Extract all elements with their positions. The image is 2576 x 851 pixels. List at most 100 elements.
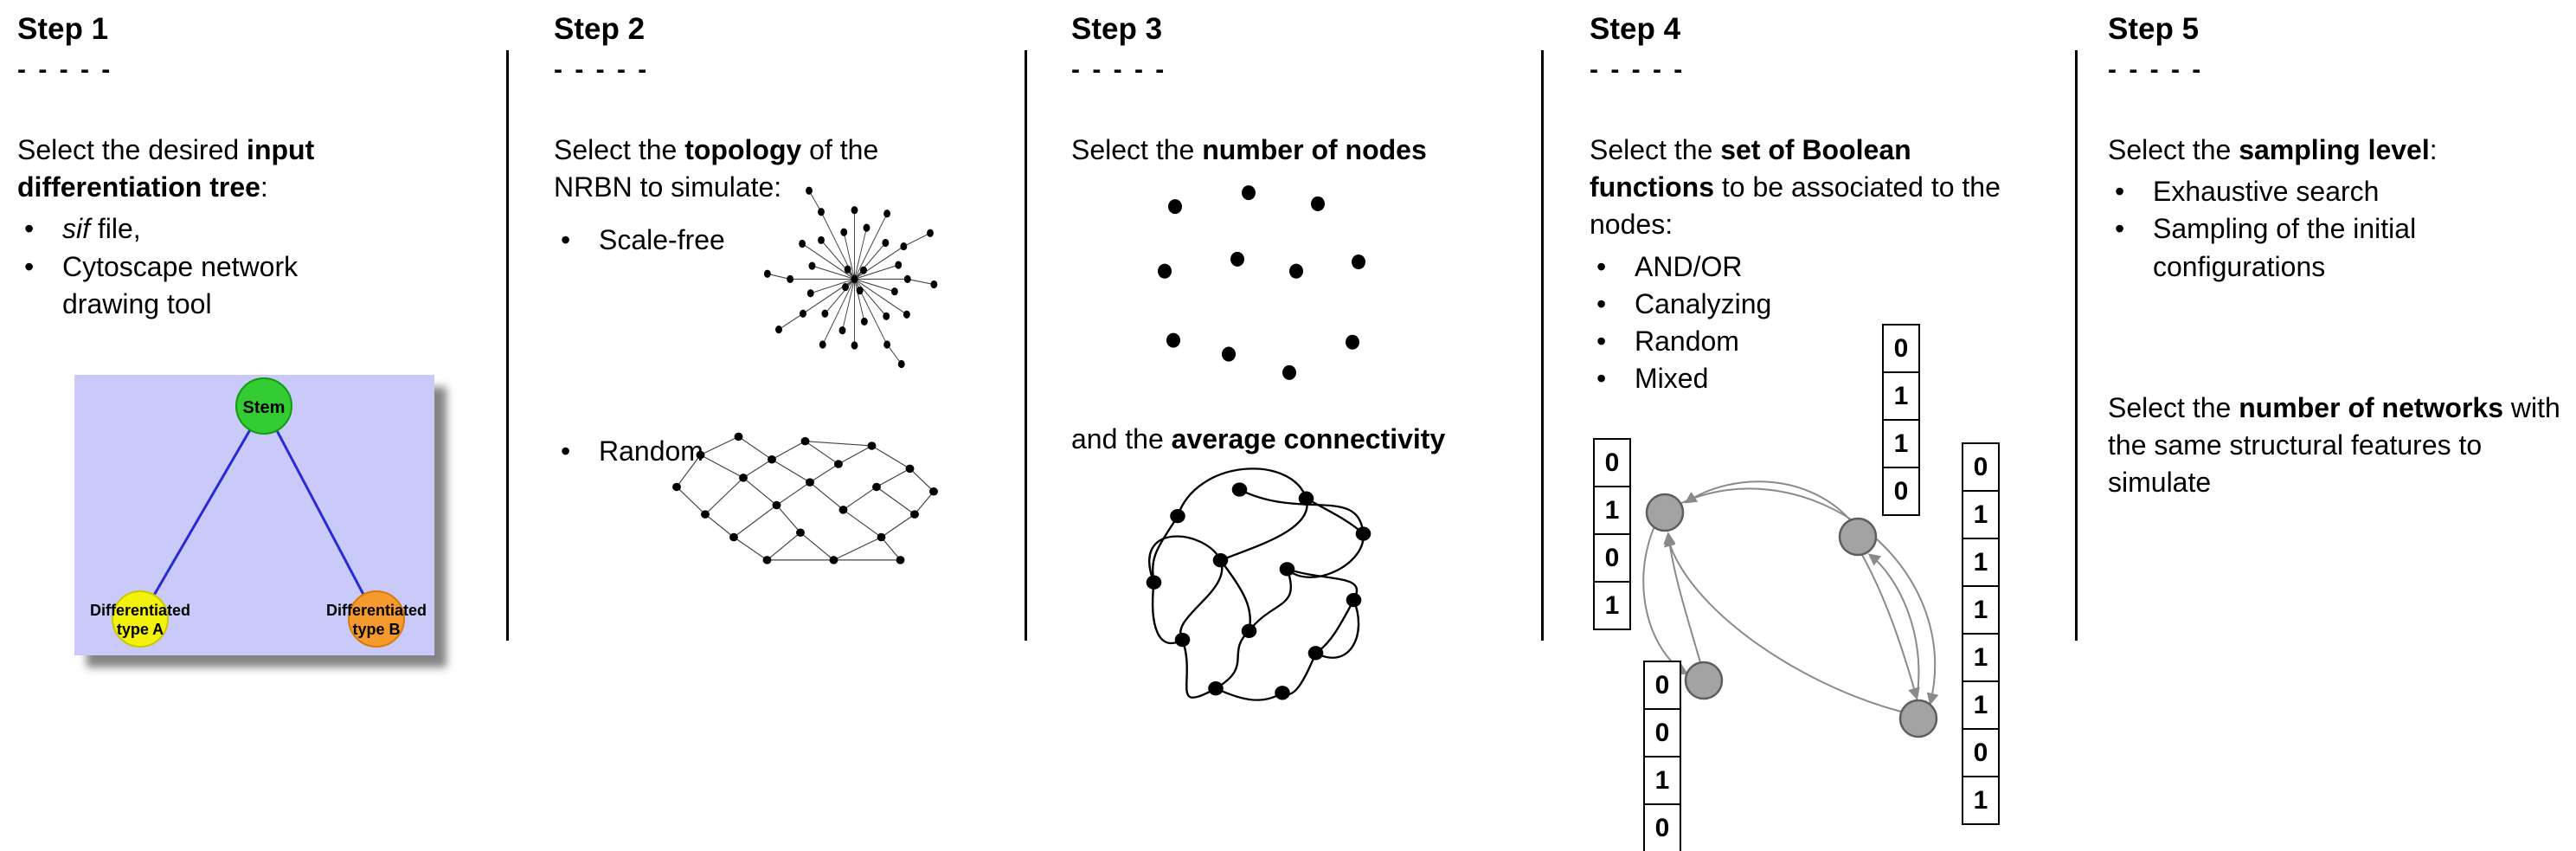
truth-table-top: 0 1 1 0 [1882, 324, 1920, 516]
tree-edge [262, 405, 378, 620]
step-4-bullets: AND/OR Canalyzing Random Mixed [1590, 248, 2061, 398]
step-5-bullets: Exhaustive search Sampling of the initia… [2108, 173, 2566, 286]
random-network-image [672, 432, 938, 564]
connectivity-edges [1148, 467, 1365, 701]
para-text-bold: average connectivity [1171, 423, 1446, 455]
step-2-intro: Select the topology of the NRBN to simul… [554, 132, 960, 206]
step-5-networks-text: Select the number of networks with the s… [2108, 390, 2562, 502]
truth-table-cell: 0 [1882, 467, 1920, 516]
bullet-label-text: file, [90, 213, 141, 245]
network-node [1645, 493, 1685, 532]
network-node [1684, 661, 1724, 700]
differentiation-tree-image: Stem Differentiated type A Differentiate… [74, 375, 434, 655]
step-4-title: Step 4 [1590, 12, 1681, 46]
bullet-item-sampling: Sampling of the initial configurations [2108, 210, 2566, 285]
intro-text-bold: topology [684, 134, 802, 165]
step-5-intro: Select the sampling level: [2108, 132, 2515, 169]
type-b-label-line1: Differentiated [326, 602, 427, 619]
bullet-item-sif-file: sif file, [17, 210, 489, 248]
truth-table-cell: 0 [1643, 708, 1681, 758]
truth-table-cell: 0 [1593, 533, 1631, 583]
step-2-dashes: - - - - - [554, 55, 650, 84]
intro-text: : [260, 171, 268, 203]
step-1-bullets: sif file, Cytoscape network drawing tool [17, 210, 489, 323]
truth-table-cell: 1 [1962, 538, 2000, 587]
step-5-title: Step 5 [2108, 12, 2200, 46]
intro-text: Select the [554, 134, 685, 165]
differentiation-tree-svg: Stem Differentiated type A Differentiate… [90, 377, 427, 648]
truth-table-cell: 1 [1882, 371, 1920, 421]
network-node [1838, 517, 1878, 557]
boolean-network-nodes [1645, 493, 1938, 738]
connectivity-nodes [1146, 482, 1372, 700]
truth-table-cell: 1 [1962, 633, 2000, 682]
bullet-label-italic: sif [62, 213, 90, 245]
bullet-label: sif file, [62, 210, 370, 248]
truth-table-cell: 0 [1593, 438, 1631, 487]
intro-text-bold: sampling level [2239, 134, 2430, 165]
connectivity-network-image [1146, 467, 1372, 701]
truth-table-bottom: 0 0 1 0 [1643, 661, 1681, 851]
intro-text-bold: input differentiation tree [17, 134, 315, 203]
truth-table-cell: 0 [1962, 442, 2000, 492]
bullet-label: Random [599, 435, 703, 467]
truth-table-cell: 1 [1643, 756, 1681, 805]
type-b-node [348, 590, 405, 648]
boolean-network-image [1642, 480, 1939, 738]
bullet-label: AND/OR [1635, 250, 1743, 282]
bullet-label: Random [1635, 325, 1739, 357]
truth-table-cell: 0 [1882, 324, 1920, 373]
stem-node-label: Stem [243, 398, 286, 417]
step-5-column: Step 5 - - - - - Select the sampling lev… [2108, 0, 2566, 851]
intro-text: of the NRBN to simulate: [554, 134, 879, 203]
truth-table-cell: 1 [1882, 419, 1920, 468]
step-4-intro: Select the set of Boolean functions to b… [1590, 132, 2022, 244]
step-3-title: Step 3 [1071, 12, 1163, 46]
bullet-item-and-or: AND/OR [1590, 248, 2061, 286]
intro-text-bold: set of Boolean functions [1590, 134, 1911, 203]
step-3-connectivity-text: and the average connectivity [1071, 421, 1534, 458]
step-2-title: Step 2 [554, 12, 646, 46]
tree-edge [138, 405, 266, 620]
scale-free-network-image [763, 186, 938, 369]
bullet-item-random: Random [554, 433, 744, 470]
bullet-label: Exhaustive search [2153, 176, 2380, 208]
type-a-label-line1: Differentiated [90, 602, 190, 619]
intro-text: : [2429, 134, 2438, 165]
truth-table-right: 0 1 1 1 1 1 0 1 [1962, 442, 2000, 825]
type-a-node [112, 590, 169, 648]
bullet-label: Scale-free [599, 224, 725, 255]
truth-table-left: 0 1 0 1 [1593, 438, 1631, 630]
column-divider [506, 50, 509, 641]
bullet-item-canalyzing: Canalyzing [1590, 286, 2061, 323]
bullet-item-exhaustive: Exhaustive search [2108, 173, 2566, 210]
bullet-label: Cytoscape network drawing tool [62, 250, 299, 319]
bullet-item-cytoscape: Cytoscape network drawing tool [17, 248, 489, 323]
truth-table-cell: 0 [1643, 803, 1681, 851]
truth-table-cell: 1 [1962, 680, 2000, 730]
step-1-title: Step 1 [17, 12, 109, 46]
para-text: Select the [2108, 392, 2239, 423]
truth-table-cell: 1 [1962, 776, 2000, 825]
bullet-label: Mixed [1635, 363, 1709, 395]
truth-table-cell: 1 [1593, 486, 1631, 535]
step-2-column: Step 2 - - - - - Select the topology of … [554, 0, 1014, 851]
bullet-item-mixed: Mixed [1590, 360, 2061, 397]
para-text: with the same structural features to sim… [2108, 392, 2560, 499]
column-divider [1025, 50, 1027, 641]
step-4-dashes: - - - - - [1590, 55, 1686, 84]
type-a-label-line2: type A [117, 621, 164, 638]
bullet-label: Sampling of the initial configurations [2153, 213, 2417, 282]
bullet-item-random-fn: Random [1590, 323, 2061, 360]
column-divider [2075, 50, 2078, 641]
para-text: and the [1071, 423, 1172, 455]
step-3-dashes: - - - - - [1071, 55, 1167, 84]
truth-table-cell: 1 [1962, 490, 2000, 539]
truth-table-cell: 1 [1962, 585, 2000, 635]
intro-text: to be associated to the nodes: [1590, 171, 2001, 241]
step-1-column: Step 1 - - - - - Select the desired inpu… [17, 0, 489, 851]
bullet-item-scale-free: Scale-free [554, 222, 744, 259]
column-divider [1541, 50, 1544, 641]
step-4-column: Step 4 - - - - - Select the set of Boole… [1590, 0, 2061, 851]
